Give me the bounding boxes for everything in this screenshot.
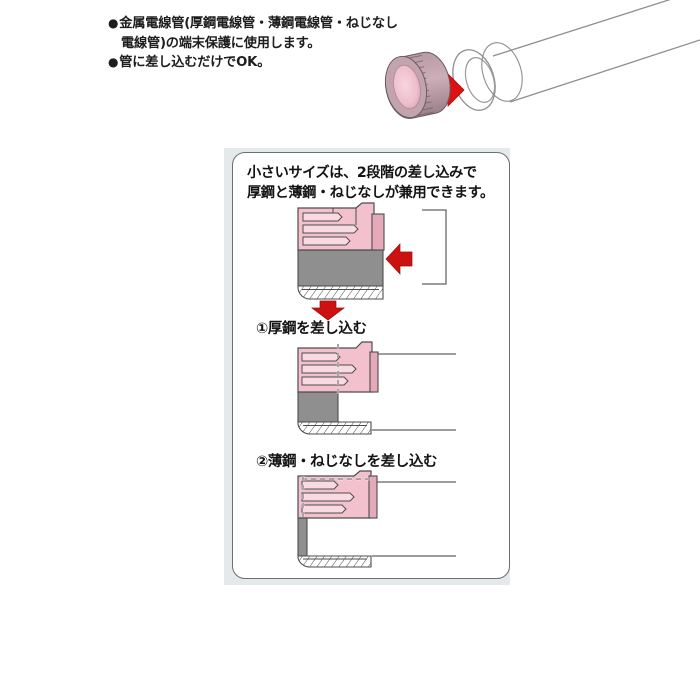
figure-step2-thin-steel-inserted bbox=[276, 468, 476, 578]
pipe-bracket bbox=[422, 209, 447, 285]
bushing-shoulder bbox=[371, 213, 385, 251]
conduit-pipe-drawing bbox=[452, 0, 700, 111]
card-heading-line-2: 厚鋼と薄鋼・ねじなしが兼用できます。 bbox=[247, 185, 494, 201]
note-line-2: 電線管)の端末保護に使用します。 bbox=[108, 34, 408, 54]
insert-arrow-left-icon bbox=[385, 243, 413, 275]
step-1-label: ①厚鋼を差し込む bbox=[256, 321, 367, 337]
note-text: 管に差し込むだけでOK。 bbox=[119, 55, 271, 70]
next-step-arrow-down-icon bbox=[310, 300, 346, 321]
figure-0-svg bbox=[297, 202, 447, 321]
figure-bushing-cross-section bbox=[276, 200, 476, 321]
product-notes: ●金属電線管(厚鋼電線管・薄鋼電線管・ねじなし 電線管)の端末保護に使用します。… bbox=[108, 14, 408, 73]
card-heading: 小さいサイズは、2段階の差し込みで 厚鋼と薄鋼・ねじなしが兼用できます。 bbox=[247, 163, 499, 203]
hatched-conduit-end bbox=[297, 555, 372, 568]
note-text: 電線管)の端末保護に使用します。 bbox=[121, 35, 321, 51]
figure-2-svg bbox=[297, 470, 456, 568]
conduit-wall-gray bbox=[297, 517, 308, 557]
note-line-1: ●金属電線管(厚鋼電線管・薄鋼電線管・ねじなし bbox=[108, 14, 408, 34]
bushing-internal-channels bbox=[302, 212, 359, 246]
hatched-conduit-end bbox=[297, 285, 384, 300]
hatched-conduit-end bbox=[297, 421, 372, 435]
bushing-product bbox=[384, 51, 451, 119]
figure-1-svg bbox=[297, 341, 456, 435]
step-2-label: ②薄鋼・ねじなしを差し込む bbox=[256, 454, 438, 470]
product-illustration-svg bbox=[384, 0, 700, 119]
figure-step1-thick-steel-inserted bbox=[276, 334, 476, 448]
note-line-3: ●管に差し込むだけでOK。 bbox=[108, 53, 408, 73]
product-illustration bbox=[370, 0, 700, 154]
bushing-shoulder bbox=[368, 475, 378, 519]
bushing-shoulder bbox=[369, 351, 379, 393]
note-text: 金属電線管(厚鋼電線管・薄鋼電線管・ねじなし bbox=[119, 16, 398, 31]
insertion-depth-dashed-line bbox=[301, 476, 371, 518]
conduit-wall-gray bbox=[297, 249, 384, 287]
conduit-wall-gray bbox=[297, 391, 339, 423]
bullet-marker: ● bbox=[108, 16, 119, 30]
bushing-internal-channels bbox=[301, 352, 357, 386]
bullet-marker: ● bbox=[108, 55, 119, 69]
card-heading-line-1: 小さいサイズは、2段階の差し込みで bbox=[247, 165, 477, 181]
